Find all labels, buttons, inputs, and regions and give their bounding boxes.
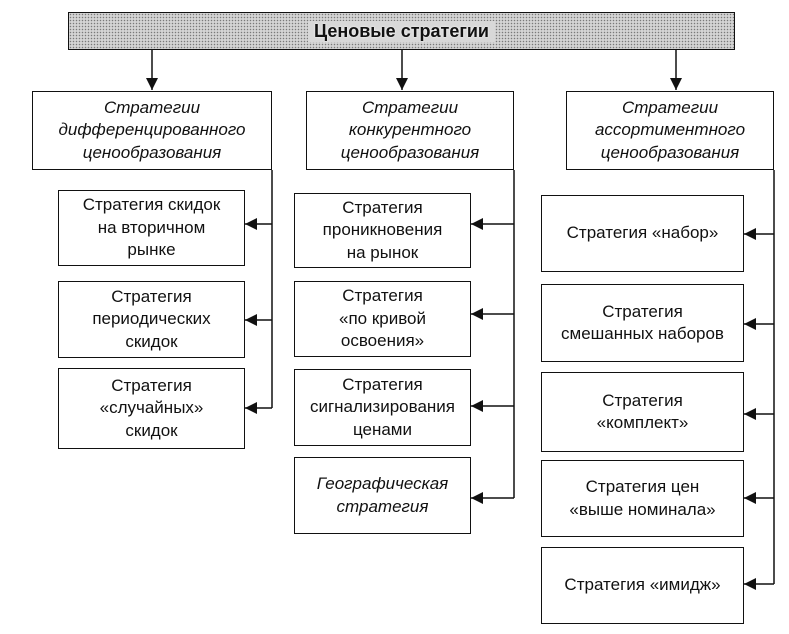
strategy-secondary-market-discounts: Стратегия скидок на вторичном рынке xyxy=(58,190,245,266)
category-assortment: Стратегии ассортиментного ценообразовани… xyxy=(566,91,774,170)
strategy-random-discounts: Стратегия «случайных» скидок xyxy=(58,368,245,449)
category-competitive: Стратегии конкурентного ценообразования xyxy=(306,91,514,170)
strategy-mixed-bundles: Стратегия смешанных наборов xyxy=(541,284,744,362)
strategy-price-signaling: Стратегия сигнализирования ценами xyxy=(294,369,471,446)
strategy-above-par-prices: Стратегия цен «выше номинала» xyxy=(541,460,744,537)
root-box: Ценовые стратегии xyxy=(68,12,735,50)
strategy-image: Стратегия «имидж» xyxy=(541,547,744,624)
strategy-bundle: Стратегия «набор» xyxy=(541,195,744,272)
strategy-kit: Стратегия «комплект» xyxy=(541,372,744,452)
strategy-geographic: Географическая стратегия xyxy=(294,457,471,534)
root-title: Ценовые стратегии xyxy=(308,20,495,42)
strategy-periodic-discounts: Стратегия периодических скидок xyxy=(58,281,245,358)
strategy-market-penetration: Стратегия проникновения на рынок xyxy=(294,193,471,268)
category-differentiated: Стратегии дифференцированного ценообразо… xyxy=(32,91,272,170)
strategy-learning-curve: Стратегия «по кривой освоения» xyxy=(294,281,471,357)
